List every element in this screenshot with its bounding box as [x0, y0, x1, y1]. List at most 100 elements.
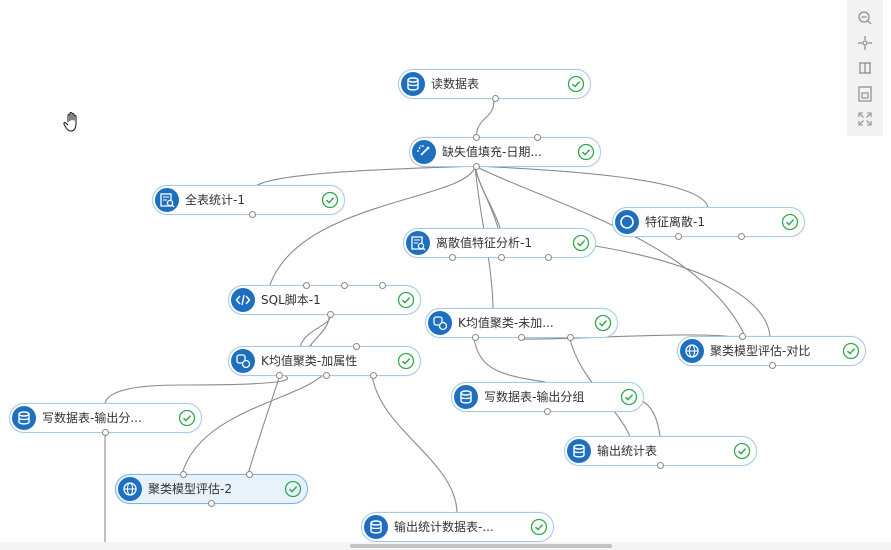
output-port[interactable] [472, 334, 479, 341]
output-port[interactable] [492, 95, 499, 102]
success-check-icon [577, 143, 595, 161]
cluster-icon [428, 311, 452, 335]
input-port[interactable] [303, 282, 310, 289]
output-port[interactable] [449, 254, 456, 261]
node-label: 写数据表-输出分组 [484, 390, 585, 404]
output-port[interactable] [208, 500, 215, 507]
node-label: 输出统计表 [597, 444, 658, 458]
edge [473, 338, 546, 383]
node-label: 缺失值填充-日期... [442, 145, 542, 159]
hand-cursor-icon [63, 112, 77, 132]
node-label: SQL脚本-1 [261, 293, 321, 307]
success-check-icon [594, 314, 612, 332]
globe-icon [118, 477, 142, 501]
output-port[interactable] [276, 372, 283, 379]
success-check-icon [178, 409, 196, 427]
input-port[interactable] [379, 282, 386, 289]
success-check-icon [530, 518, 548, 536]
overview-icon[interactable] [855, 84, 875, 104]
node-cluster-eval-2[interactable]: 聚类模型评估-2 [115, 471, 308, 507]
output-port[interactable] [657, 462, 664, 469]
edge [474, 165, 501, 229]
node-missing-value-fill[interactable]: 缺失值填充-日期... [409, 134, 601, 170]
success-check-icon [397, 352, 415, 370]
edge [594, 245, 771, 337]
globe-icon [680, 339, 704, 363]
input-port[interactable] [246, 471, 253, 478]
edge [475, 99, 495, 138]
cluster-icon [231, 349, 255, 373]
edge [309, 313, 331, 347]
database-icon [12, 406, 36, 430]
node-label: 聚类模型评估-2 [148, 482, 232, 496]
node-label: 写数据表-输出分... [42, 411, 142, 425]
actual-size-icon[interactable] [855, 58, 875, 78]
node-write-table-group[interactable]: 写数据表-输出分组 [451, 382, 644, 415]
node-read-table[interactable]: 读数据表 [398, 69, 591, 102]
success-check-icon [781, 213, 799, 231]
edge [181, 372, 326, 475]
edge [255, 165, 476, 187]
node-write-table-output[interactable]: 写数据表-输出分... [9, 403, 202, 436]
output-port[interactable] [370, 372, 377, 379]
database-icon [567, 439, 591, 463]
node-label: 特征离散-1 [645, 215, 705, 229]
output-port[interactable] [545, 254, 552, 261]
input-port[interactable] [739, 333, 746, 340]
node-cluster-eval-compare[interactable]: 聚类模型评估-对比 [677, 333, 866, 369]
database-icon [454, 385, 478, 409]
circle-icon [615, 210, 639, 234]
horizontal-scrollbar[interactable] [0, 542, 891, 550]
node-label: 聚类模型评估-对比 [710, 344, 811, 358]
output-port[interactable] [323, 372, 330, 379]
output-port[interactable] [249, 211, 256, 218]
success-check-icon [284, 480, 302, 498]
success-check-icon [842, 342, 860, 360]
output-port[interactable] [518, 334, 525, 341]
output-port[interactable] [738, 233, 745, 240]
output-port[interactable] [327, 311, 334, 318]
edge [104, 372, 288, 406]
output-port[interactable] [769, 362, 776, 369]
input-port[interactable] [341, 282, 348, 289]
database-icon [401, 72, 425, 96]
node-feature-discretize[interactable]: 特征离散-1 [612, 207, 805, 240]
edge [247, 374, 281, 475]
node-output-stats-data-table[interactable]: 输出统计数据表-... [361, 512, 554, 542]
node-kmeans-no-attr[interactable]: K均值聚类-未加... [425, 308, 618, 341]
success-check-icon [620, 388, 638, 406]
input-port[interactable] [534, 134, 541, 141]
success-check-icon [572, 234, 590, 252]
node-kmeans-with-attr[interactable]: K均值聚类-加属性 [228, 343, 421, 379]
success-check-icon [397, 291, 415, 309]
edge [371, 374, 458, 513]
zoom-out-icon[interactable] [855, 8, 875, 28]
table-search-icon [406, 231, 430, 255]
output-port[interactable] [544, 408, 551, 415]
output-port[interactable] [498, 254, 505, 261]
output-port[interactable] [102, 429, 109, 436]
node-full-table-stats[interactable]: 全表统计-1 [152, 185, 345, 218]
scrollbar-thumb[interactable] [350, 544, 612, 548]
output-port[interactable] [567, 334, 574, 341]
node-discrete-feature-analysis[interactable]: 离散值特征分析-1 [403, 228, 596, 261]
node-sql-script[interactable]: SQL脚本-1 [228, 282, 421, 318]
edge [474, 165, 499, 229]
success-check-icon [567, 75, 585, 93]
fit-center-icon[interactable] [855, 33, 875, 53]
output-port[interactable] [473, 163, 480, 170]
code-icon [231, 288, 255, 312]
node-label: K均值聚类-未加... [458, 316, 554, 330]
node-output-stats-table[interactable]: 输出统计表 [564, 436, 757, 469]
input-port[interactable] [180, 471, 187, 478]
table-search-icon [155, 188, 179, 212]
success-check-icon [321, 191, 339, 209]
input-port[interactable] [353, 343, 360, 350]
fullscreen-icon[interactable] [855, 109, 875, 129]
node-label: 读数据表 [431, 77, 480, 91]
magic-wand-icon [412, 140, 436, 164]
input-port[interactable] [473, 134, 480, 141]
edge [474, 165, 709, 208]
output-port[interactable] [675, 233, 682, 240]
